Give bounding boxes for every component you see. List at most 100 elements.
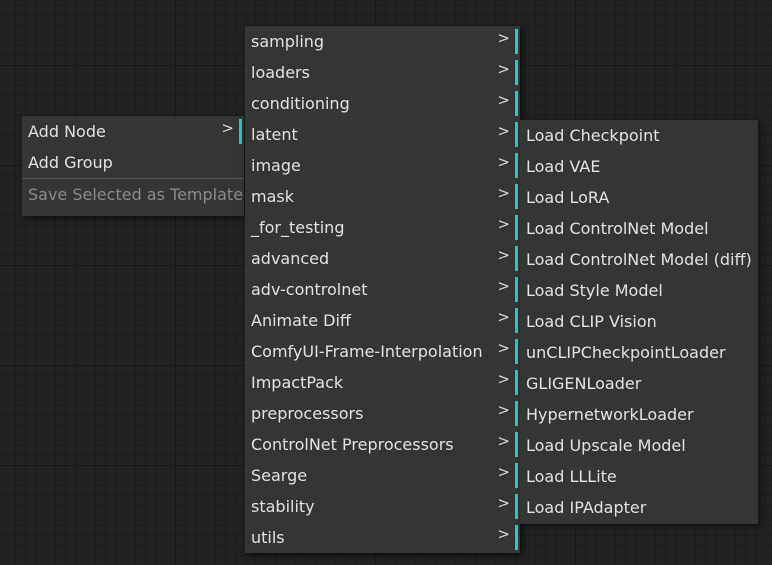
category-item-label: sampling	[251, 32, 325, 51]
category-item-label: stability	[251, 497, 315, 516]
submenu-arrow-icon: >	[497, 432, 510, 450]
node-item-gligen-loader[interactable]: GLIGENLoader	[520, 368, 758, 399]
node-item-load-clip-vision[interactable]: Load CLIP Vision	[520, 306, 758, 337]
submenu-arrow-icon: >	[497, 122, 510, 140]
category-item-label: advanced	[251, 249, 330, 268]
submenu-arrow-icon: >	[497, 246, 510, 264]
submenu-indicator-bar	[515, 246, 518, 271]
node-item-label: Load Upscale Model	[526, 436, 686, 455]
category-item-label: mask	[251, 187, 294, 206]
menu-item-add-node[interactable]: Add Node >	[22, 116, 244, 147]
node-item-label: Load VAE	[526, 157, 601, 176]
category-item-conditioning[interactable]: conditioning >	[245, 88, 520, 119]
node-item-load-lllite[interactable]: Load LLLite	[520, 461, 758, 492]
submenu-indicator-bar	[515, 370, 518, 395]
node-item-label: Load CLIP Vision	[526, 312, 657, 331]
submenu-indicator-bar	[515, 184, 518, 209]
submenu-arrow-icon: >	[497, 184, 510, 202]
category-item-label: _for_testing	[251, 218, 345, 237]
node-item-load-vae[interactable]: Load VAE	[520, 151, 758, 182]
category-item-adv-controlnet[interactable]: adv-controlnet >	[245, 274, 520, 305]
submenu-indicator-bar	[515, 432, 518, 457]
node-item-load-ipadapter[interactable]: Load IPAdapter	[520, 492, 758, 523]
submenu-indicator-bar	[515, 153, 518, 178]
category-item-label: image	[251, 156, 301, 175]
category-item-animate-diff[interactable]: Animate Diff >	[245, 305, 520, 336]
category-item-utils[interactable]: utils >	[245, 522, 520, 553]
submenu-arrow-icon: >	[497, 339, 510, 357]
category-item-label: ControlNet Preprocessors	[251, 435, 454, 454]
category-item-for-testing[interactable]: _for_testing >	[245, 212, 520, 243]
node-item-label: Load ControlNet Model	[526, 219, 709, 238]
node-item-label: Load Style Model	[526, 281, 663, 300]
submenu-indicator-bar	[515, 215, 518, 240]
node-item-label: Load Checkpoint	[526, 126, 660, 145]
submenu-indicator-bar	[515, 308, 518, 333]
node-item-load-lora[interactable]: Load LoRA	[520, 182, 758, 213]
submenu-indicator-bar	[515, 29, 518, 54]
category-item-label: loaders	[251, 63, 310, 82]
submenu-indicator-bar	[515, 525, 518, 550]
submenu-arrow-icon: >	[497, 60, 510, 78]
category-item-label: adv-controlnet	[251, 280, 368, 299]
menu-item-label: Add Group	[28, 153, 113, 172]
category-item-label: Searge	[251, 466, 308, 485]
submenu-indicator-bar	[515, 401, 518, 426]
node-item-label: unCLIPCheckpointLoader	[526, 343, 726, 362]
node-item-load-upscale-model[interactable]: Load Upscale Model	[520, 430, 758, 461]
submenu-indicator-bar	[515, 122, 518, 147]
category-item-label: latent	[251, 125, 298, 144]
category-item-label: ImpactPack	[251, 373, 344, 392]
node-item-label: Load IPAdapter	[526, 498, 647, 517]
submenu-indicator-bar	[515, 277, 518, 302]
node-item-hypernetwork-loader[interactable]: HypernetworkLoader	[520, 399, 758, 430]
node-item-label: Load LLLite	[526, 467, 617, 486]
submenu-arrow-icon: >	[497, 153, 510, 171]
category-item-comfyui-frame-interpolation[interactable]: ComfyUI-Frame-Interpolation >	[245, 336, 520, 367]
submenu-arrow-icon: >	[497, 370, 510, 388]
node-item-unclip-checkpoint-loader[interactable]: unCLIPCheckpointLoader	[520, 337, 758, 368]
menu-item-add-group[interactable]: Add Group	[22, 147, 244, 178]
menu-item-save-selected-as-template: Save Selected as Template	[22, 178, 244, 209]
node-item-label: Load ControlNet Model (diff)	[526, 250, 752, 269]
submenu-arrow-icon: >	[497, 277, 510, 295]
category-item-loaders[interactable]: loaders >	[245, 57, 520, 88]
submenu-indicator-bar	[515, 463, 518, 488]
category-item-sampling[interactable]: sampling >	[245, 26, 520, 57]
loaders-node-menu: Load Checkpoint Load VAE Load LoRA Load …	[520, 120, 758, 524]
submenu-indicator-bar	[515, 60, 518, 85]
submenu-arrow-icon: >	[497, 463, 510, 481]
node-item-label: GLIGENLoader	[526, 374, 642, 393]
node-item-load-checkpoint[interactable]: Load Checkpoint	[520, 120, 758, 151]
category-item-preprocessors[interactable]: preprocessors >	[245, 398, 520, 429]
submenu-arrow-icon: >	[497, 91, 510, 109]
category-item-label: preprocessors	[251, 404, 364, 423]
menu-item-label: Add Node	[28, 122, 106, 141]
submenu-arrow-icon: >	[497, 215, 510, 233]
menu-item-label: Save Selected as Template	[28, 185, 244, 204]
node-item-load-controlnet-model-diff[interactable]: Load ControlNet Model (diff)	[520, 244, 758, 275]
category-item-stability[interactable]: stability >	[245, 491, 520, 522]
submenu-indicator-bar	[515, 91, 518, 116]
category-item-image[interactable]: image >	[245, 150, 520, 181]
node-item-label: Load LoRA	[526, 188, 610, 207]
submenu-arrow-icon: >	[497, 494, 510, 512]
node-item-load-controlnet-model[interactable]: Load ControlNet Model	[520, 213, 758, 244]
category-item-latent[interactable]: latent >	[245, 119, 520, 150]
category-item-searge[interactable]: Searge >	[245, 460, 520, 491]
add-node-category-menu: sampling > loaders > conditioning > late…	[245, 26, 520, 553]
node-item-label: HypernetworkLoader	[526, 405, 694, 424]
node-item-load-style-model[interactable]: Load Style Model	[520, 275, 758, 306]
submenu-arrow-icon: >	[497, 525, 510, 543]
category-item-label: Animate Diff	[251, 311, 351, 330]
canvas-context-menu: Add Node > Add Group Save Selected as Te…	[22, 116, 244, 216]
category-item-mask[interactable]: mask >	[245, 181, 520, 212]
category-item-impactpack[interactable]: ImpactPack >	[245, 367, 520, 398]
category-item-advanced[interactable]: advanced >	[245, 243, 520, 274]
category-item-controlnet-preprocessors[interactable]: ControlNet Preprocessors >	[245, 429, 520, 460]
category-item-label: conditioning	[251, 94, 350, 113]
submenu-arrow-icon: >	[497, 29, 510, 47]
category-item-label: ComfyUI-Frame-Interpolation	[251, 342, 483, 361]
category-item-label: utils	[251, 528, 285, 547]
